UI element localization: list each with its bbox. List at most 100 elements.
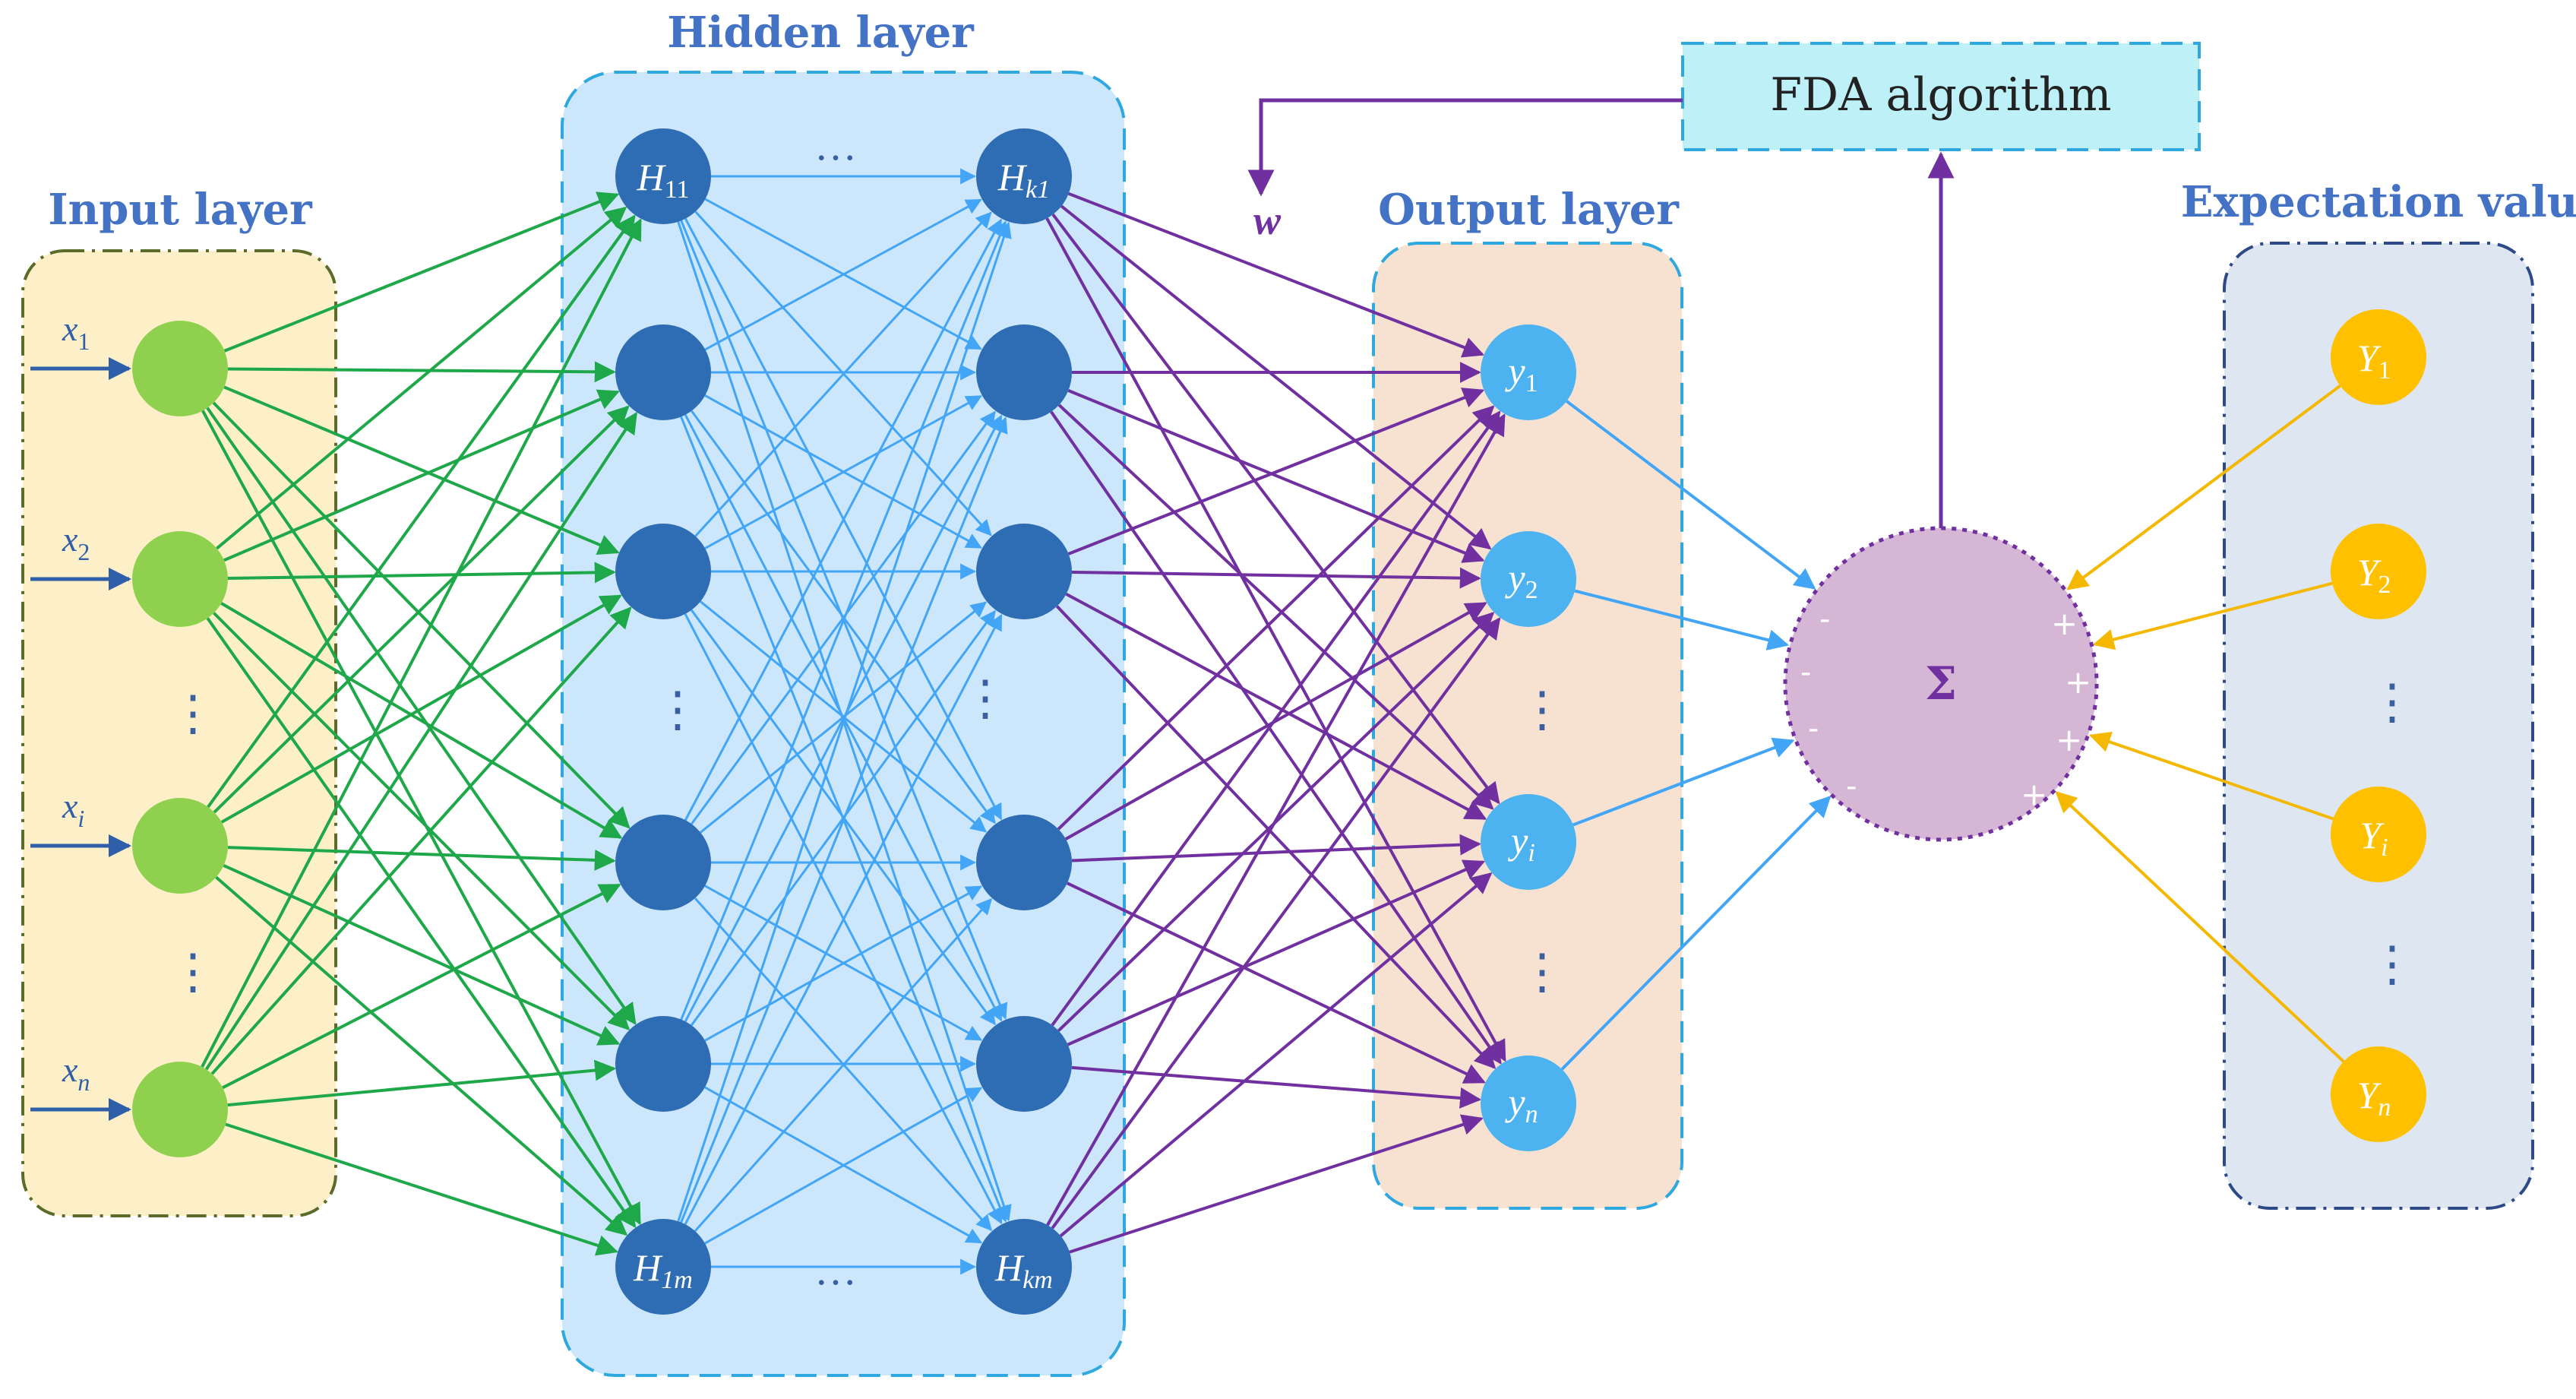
- edge-input-3-hidden-4: [227, 1059, 617, 1107]
- plus-sign-4: +: [2021, 776, 2047, 813]
- edge-hidden-0-output-2: [1051, 213, 1500, 805]
- edge-input-0-hidden-3: [212, 401, 631, 829]
- edge-input-1-hidden-3: [220, 602, 623, 839]
- hidden-label-hk1: Hk1: [997, 156, 1050, 204]
- hidden-node-first-3: [615, 524, 711, 619]
- edge-input-2-hidden-3: [227, 846, 616, 871]
- edge-hidden-4-output-0: [1051, 410, 1501, 1027]
- expectation-node-1: [2331, 309, 2426, 405]
- edge-output-2-sum: [1572, 737, 1795, 827]
- output-node-n: [1481, 1056, 1576, 1151]
- output-node-1: [1481, 324, 1576, 420]
- edge-input-0-hidden-5: [201, 410, 641, 1226]
- edge-hidden-3-hidden-0: [684, 218, 1003, 821]
- hidden-vertical-ellipsis-2: ⋮: [961, 671, 1010, 725]
- edge-hidden-2-hidden-1: [704, 395, 982, 549]
- edge-input-0-hidden-1: [227, 361, 616, 383]
- edge-output-1-sum: [1574, 589, 1790, 650]
- output-label-1: y1: [1504, 350, 1538, 397]
- edge-hidden-5-output-3: [1069, 1114, 1484, 1254]
- edge-input-3-hidden-1: [204, 412, 638, 1071]
- edge-hidden-0-output-3: [1045, 217, 1506, 1062]
- edge-input-2-hidden-0: [207, 214, 636, 809]
- edge-hidden-4-hidden-0: [680, 220, 1008, 1021]
- input-layer-title: Input layer: [48, 185, 313, 235]
- edge-input-2-hidden-5: [215, 875, 628, 1236]
- edge-input-0-hidden-4: [206, 407, 637, 1025]
- hidden-node-last-6: [976, 1219, 1072, 1315]
- expectation-label-n: Yn: [2357, 1074, 2391, 1122]
- edge-input-1-hidden-1: [223, 389, 620, 562]
- output-layer-title: Output layer: [1378, 185, 1680, 235]
- edge-hidden-3-hidden-1: [691, 410, 996, 825]
- expectation-label-i: Yi: [2359, 814, 2388, 862]
- edge-hidden-3-output-2: [1071, 834, 1481, 863]
- hidden-node-last-5: [976, 1016, 1072, 1112]
- output-layer-panel: [1372, 242, 1683, 1210]
- edge-hidden-4-output-2: [1067, 859, 1486, 1046]
- edge-hidden-1-hidden-0: [704, 198, 982, 351]
- edge-hidden-2-output-3: [1055, 605, 1497, 1069]
- input-label-i: xi: [62, 787, 84, 832]
- weight-label: w: [1253, 198, 1282, 243]
- edge-hidden-5-hidden-3: [694, 897, 993, 1233]
- output-label-n: yn: [1504, 1081, 1538, 1128]
- input-node-n: [132, 1062, 228, 1157]
- edge-hidden-5-output-1: [1051, 617, 1501, 1230]
- edge-hidden-5-hidden-0: [677, 221, 1012, 1222]
- fda-algorithm-box: [1681, 42, 2201, 151]
- expectation-vertical-ellipsis-1: ⋮: [2368, 675, 2416, 729]
- output-label-2: y2: [1504, 556, 1538, 604]
- edge-input-3-hidden-2: [210, 606, 632, 1075]
- edge-hidden-5-hidden-2: [684, 613, 1003, 1225]
- output-vertical-ellipsis-1: ⋮: [1518, 682, 1566, 736]
- minus-sign-1: -: [1819, 602, 1830, 637]
- edge-expectation-2-sum: [2089, 731, 2334, 821]
- output-label-i: yi: [1507, 819, 1535, 867]
- hidden-label-h1m: H1m: [633, 1246, 693, 1294]
- edge-hidden-0-output-1: [1060, 204, 1492, 550]
- summation-node: [1783, 526, 2099, 842]
- hidden-node-last-3: [976, 524, 1072, 619]
- minus-sign-2: -: [1800, 655, 1811, 690]
- hidden-layer-title: Hidden layer: [667, 8, 975, 58]
- input-node-2: [132, 531, 228, 627]
- edge-input-3-hidden-0: [201, 218, 642, 1068]
- edge-hidden-2-hidden-0: [694, 211, 992, 537]
- hidden-node-first-4: [615, 815, 711, 910]
- edge-hidden-1-output-2: [1057, 404, 1494, 810]
- input-label-2: x2: [62, 520, 90, 565]
- expectation-panel: [2223, 242, 2534, 1210]
- edge-hidden-5-output-0: [1046, 413, 1506, 1226]
- edge-hidden-1-output-3: [1050, 410, 1502, 1065]
- edge-input-0-hidden-2: [223, 385, 620, 555]
- sum-symbol: Σ: [1925, 657, 1957, 711]
- edge-input-1-hidden-4: [213, 612, 631, 1030]
- expectation-node-2: [2331, 524, 2426, 619]
- fda-feedback-arrow: [1247, 98, 1683, 197]
- plus-sign-3: +: [2056, 721, 2082, 758]
- expectation-label-2: Y2: [2357, 551, 2391, 599]
- edge-hidden-5-hidden-4: [704, 1087, 983, 1245]
- expectation-value-title: Expectation value: [2181, 177, 2576, 227]
- input-label-1: x1: [62, 309, 90, 355]
- minus-sign-3: -: [1808, 711, 1819, 746]
- edge-input-2-hidden-1: [213, 405, 630, 814]
- hidden-label-hkm: Hkm: [994, 1246, 1053, 1294]
- edge-expectation-0-sum: [2066, 385, 2341, 590]
- edge-hidden-5-output-2: [1059, 872, 1493, 1237]
- fda-algorithm-label: FDA algorithm: [1770, 68, 2111, 122]
- output-node-2: [1481, 531, 1576, 627]
- edge-hidden-4-hidden-1: [684, 414, 1003, 1022]
- edge-hidden-2-output-0: [1067, 388, 1485, 555]
- edge-input-2-hidden-2: [220, 594, 622, 824]
- edge-hidden-3-output-3: [1066, 881, 1486, 1084]
- connection-edges: [201, 168, 2345, 1275]
- edge-input-3-hidden-5: [225, 1122, 618, 1256]
- edge-hidden-3-output-0: [1057, 405, 1495, 831]
- input-node-i: [132, 798, 228, 894]
- edge-hidden-5-hidden-1: [680, 416, 1008, 1223]
- edge-hidden-4-hidden-3: [704, 885, 983, 1042]
- expectation-node-i: [2331, 787, 2426, 882]
- output-vertical-ellipsis-2: ⋮: [1518, 945, 1566, 999]
